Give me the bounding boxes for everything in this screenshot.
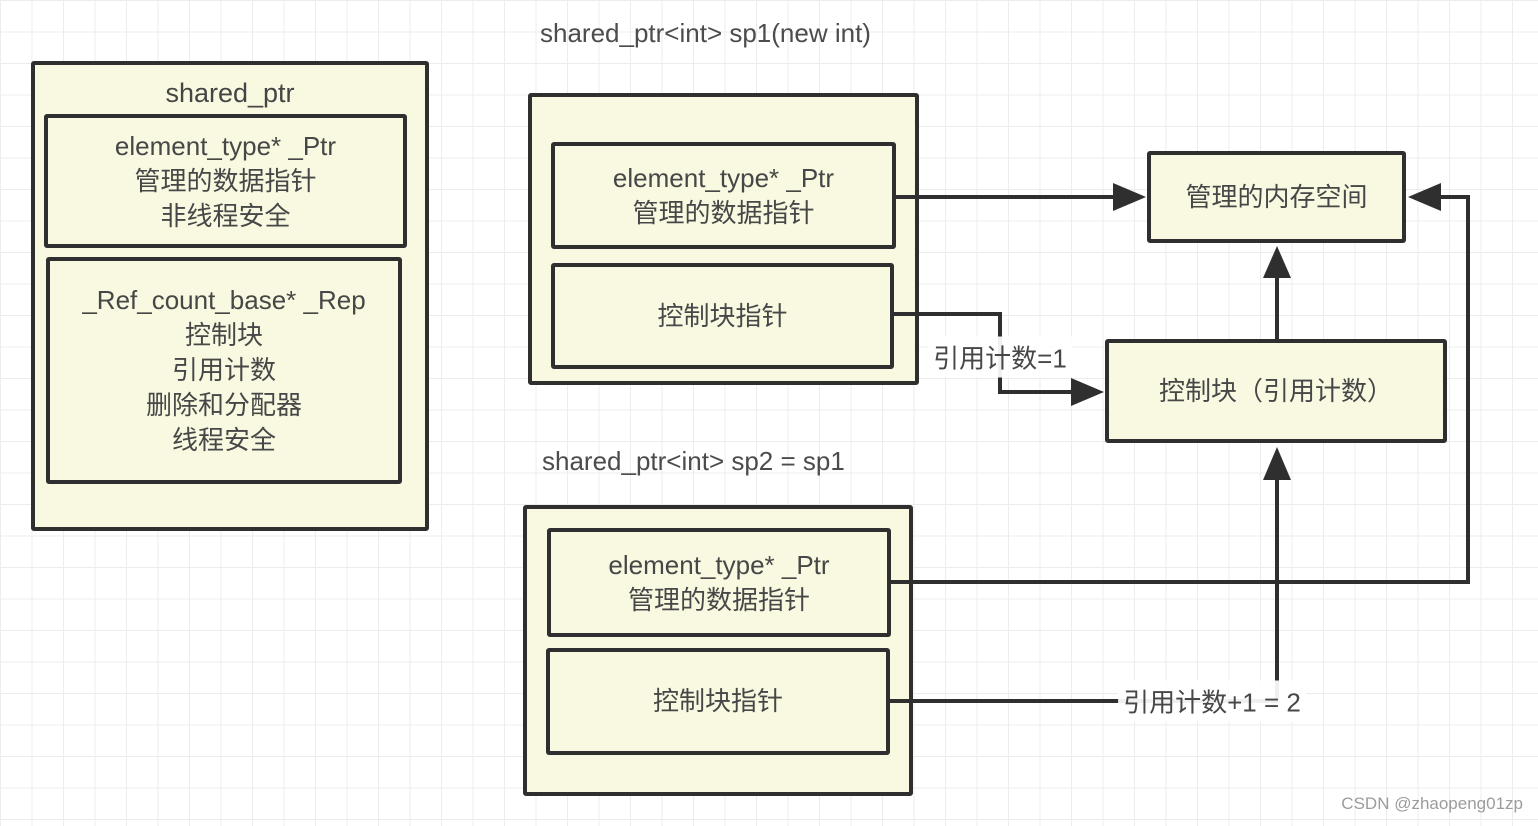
sp1-ptr-line: element_type* _Ptr	[612, 162, 835, 193]
rep-field-line: 线程安全	[171, 425, 276, 455]
sp2-title: shared_ptr<int> sp2 = sp1	[542, 446, 845, 476]
sp1-ptr-line: 管理的数据指针	[632, 197, 815, 228]
managed-memory-box: 管理的内存空间	[1147, 151, 1406, 243]
sp2-ptr-line: 管理的数据指针	[627, 584, 810, 615]
ptr-field-line: element_type* _Ptr	[114, 130, 337, 161]
arrowhead-right-into-control-block	[1071, 378, 1104, 406]
ptr-field-line: 管理的数据指针	[134, 165, 317, 196]
rep-field-line: 引用计数	[171, 355, 276, 385]
control-block-label: 控制块（引用计数）	[1158, 375, 1393, 406]
sp1-title: shared_ptr<int> sp1(new int)	[540, 18, 871, 48]
shared-ptr-ptr-field-box: element_type* _Ptr 管理的数据指针 非线程安全	[44, 114, 407, 248]
arrowhead-up-into-control-block	[1263, 447, 1291, 480]
arrow-sp2-ctrl-to-control-block	[890, 479, 1279, 703]
sp2-ctrl-ptr-label: 控制块指针	[652, 686, 783, 716]
sp1-ptr-box: element_type* _Ptr 管理的数据指针	[551, 142, 896, 249]
shared-ptr-rep-field-box: _Ref_count_base* _Rep 控制块 引用计数 删除和分配器 线程…	[46, 257, 402, 484]
arrowhead-left-into-memory	[1408, 183, 1441, 211]
rep-field-line: 删除和分配器	[145, 390, 302, 420]
sp2-ptr-line: element_type* _Ptr	[608, 549, 830, 580]
ref-count-2-label: 引用计数+1 = 2	[1118, 680, 1306, 722]
csdn-watermark: CSDN @zhaopeng01zp	[1341, 794, 1523, 813]
sp1-ctrl-ptr-box: 控制块指针	[551, 263, 894, 369]
sp1-ctrl-ptr-label: 控制块指针	[657, 300, 788, 331]
managed-memory-label: 管理的内存空间	[1185, 181, 1368, 212]
sp2-ctrl-ptr-box: 控制块指针	[546, 648, 890, 755]
rep-field-line: _Ref_count_base* _Rep	[82, 285, 366, 315]
rep-field-line: 控制块	[184, 320, 263, 350]
control-block-box: 控制块（引用计数）	[1105, 339, 1447, 443]
arrowhead-right-into-memory	[1113, 183, 1146, 211]
shared-ptr-struct-title: shared_ptr	[165, 78, 295, 108]
ref-count-1-label: 引用计数=1	[928, 336, 1072, 378]
sp2-ptr-box: element_type* _Ptr 管理的数据指针	[547, 528, 891, 637]
ptr-field-line: 非线程安全	[160, 200, 291, 231]
arrow-sp2-ptr-to-memory	[891, 195, 1470, 584]
arrowhead-up-into-memory	[1263, 246, 1291, 278]
